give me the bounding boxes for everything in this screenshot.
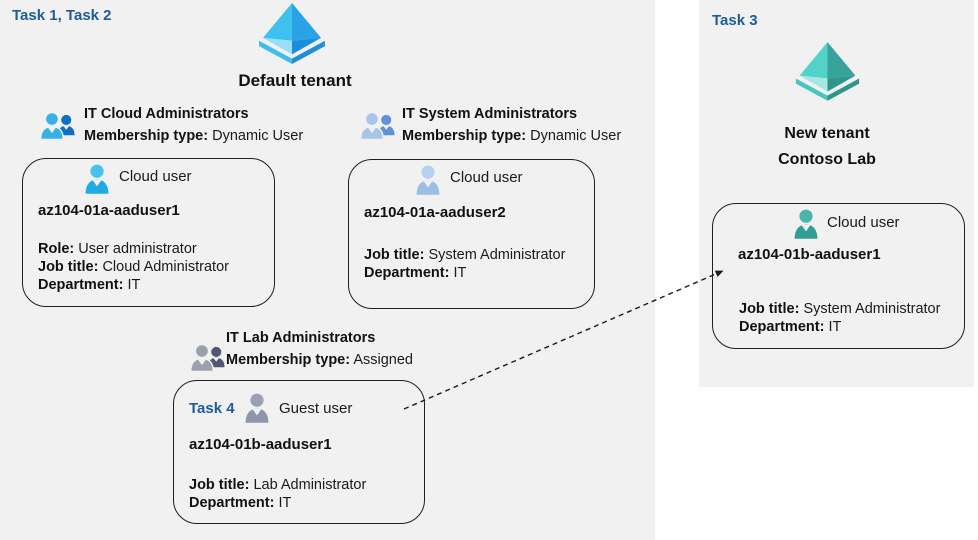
user-name: az104-01b-aaduser1 (189, 436, 332, 453)
user-card-aaduser1: Cloud user az104-01a-aaduser1 Role: User… (22, 158, 275, 307)
group-icon-cloud-admins (38, 110, 78, 143)
membership-type: Membership type: Dynamic User (84, 128, 304, 144)
cloud-user-icon (415, 165, 441, 195)
user-attributes: Job title: Lab Administrator Department:… (189, 476, 366, 512)
task-3-label: Task 3 (712, 12, 758, 29)
new-tenant-title-line1: New tenant (784, 125, 870, 142)
group-cloud-admins: IT Cloud Administrators Membership type:… (84, 106, 303, 144)
user-attribute: Department: IT (189, 495, 292, 511)
new-tenant-icon (794, 40, 861, 102)
user-type-label: Guest user (279, 400, 353, 417)
user-attribute: Job title: Lab Administrator (189, 477, 367, 493)
guest-user-icon (244, 393, 270, 423)
group-lab-admins: IT Lab Administrators Membership type: A… (226, 330, 413, 368)
group-icon-system-admins (358, 110, 398, 143)
user-attribute: Department: IT (364, 265, 467, 281)
new-tenant-user-card: Cloud user az104-01b-aaduser1 Job title:… (712, 203, 965, 349)
user-card-aaduser2: Cloud user az104-01a-aaduser2 Job title:… (348, 159, 595, 309)
cloud-user-icon (84, 164, 110, 194)
user-attributes: Role: User administrator Job title: Clou… (38, 240, 229, 294)
user-attribute: Department: IT (38, 277, 141, 293)
user-attribute: Department: IT (739, 319, 842, 335)
user-attribute: Job title: Cloud Administrator (38, 259, 229, 275)
default-tenant-title: Default tenant (238, 71, 352, 90)
group-name: IT Cloud Administrators (84, 106, 249, 122)
task-4-label: Task 4 (189, 400, 235, 417)
user-type-label: Cloud user (827, 214, 900, 231)
group-name: IT Lab Administrators (226, 330, 376, 346)
task-1-2-label: Task 1, Task 2 (12, 7, 112, 24)
user-name: az104-01b-aaduser1 (738, 246, 881, 263)
group-system-admins: IT System Administrators Membership type… (402, 106, 621, 144)
user-attribute: Job title: System Administrator (364, 247, 566, 263)
guest-user-card: Task 4 Guest user az104-01b-aaduser1 Job… (173, 380, 425, 524)
user-name: az104-01a-aaduser1 (38, 202, 180, 219)
user-name: az104-01a-aaduser2 (364, 204, 506, 221)
group-name: IT System Administrators (402, 106, 578, 122)
user-type-label: Cloud user (119, 168, 192, 185)
default-tenant-panel (0, 0, 655, 540)
user-type-label: Cloud user (450, 169, 523, 186)
default-tenant-icon (256, 2, 328, 64)
membership-type: Membership type: Assigned (226, 352, 413, 368)
cloud-user-icon (793, 209, 819, 239)
new-tenant-title-line2: Contoso Lab (778, 151, 876, 168)
user-attribute: Job title: System Administrator (739, 301, 941, 317)
group-icon-lab-admins (188, 342, 228, 375)
user-attribute: Role: User administrator (38, 241, 197, 257)
user-attributes: Job title: System Administrator Departme… (739, 300, 940, 336)
membership-type: Membership type: Dynamic User (402, 128, 622, 144)
user-attributes: Job title: System Administrator Departme… (364, 246, 565, 282)
